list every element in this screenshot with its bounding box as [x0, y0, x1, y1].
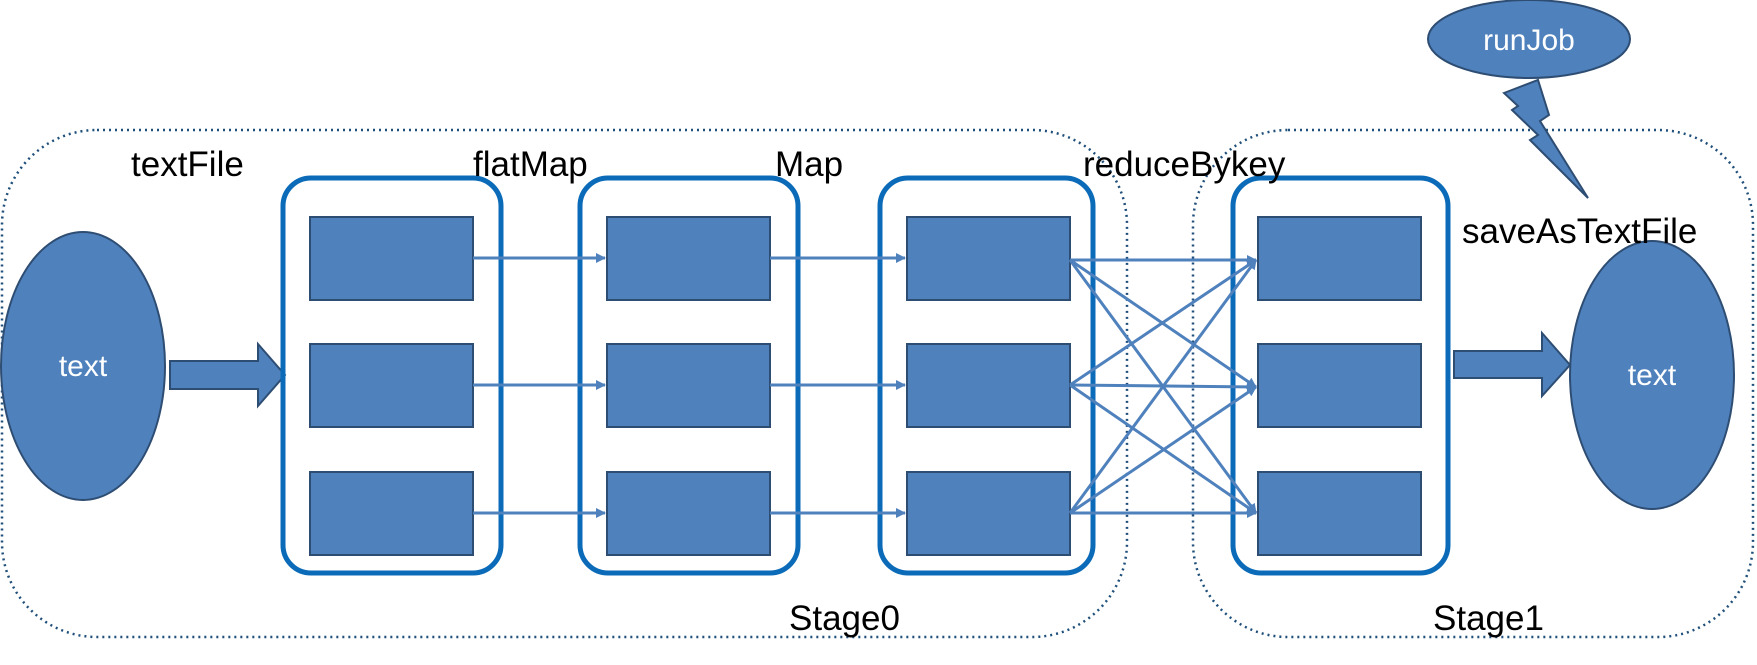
- shuffle-arrow: [1068, 259, 1258, 514]
- stage1-label: Stage1: [1433, 599, 1544, 638]
- partition: [1257, 343, 1422, 428]
- rdd-reducebykey-box: [1230, 175, 1451, 576]
- op-label-map: Map: [775, 145, 843, 184]
- partition: [606, 216, 771, 301]
- partition: [906, 216, 1071, 301]
- partition: [309, 471, 474, 556]
- op-label-textfile: textFile: [131, 145, 244, 184]
- op-label-flatmap: flatMap: [473, 145, 588, 184]
- partition: [906, 471, 1071, 556]
- partition: [606, 471, 771, 556]
- input-text-node: [0, 231, 166, 501]
- shuffle-arrow: [1069, 258, 1257, 387]
- partition: [906, 343, 1071, 428]
- rdd-pre-reduce-box: [877, 175, 1096, 576]
- partition: [309, 216, 474, 301]
- partition: [1257, 216, 1422, 301]
- output-block-arrow: [1453, 330, 1572, 399]
- stage0-box: [0, 128, 1129, 639]
- partition: [1257, 471, 1422, 556]
- output-text-node: [1569, 240, 1735, 510]
- op-label-saveastextfile: saveAsTextFile: [1462, 212, 1697, 251]
- rdd-flatmap-box: [280, 175, 504, 576]
- op-label-reducebykey: reduceBykey: [1083, 145, 1286, 184]
- runjob-label: runJob: [1483, 24, 1575, 57]
- partition: [606, 343, 771, 428]
- input-block-arrow: [169, 341, 287, 409]
- partition: [309, 343, 474, 428]
- output-text-label: text: [1628, 359, 1677, 392]
- lightning-bolt-icon: [1502, 78, 1589, 199]
- stage1-box: [1191, 128, 1755, 639]
- rdd-map-box: [577, 175, 801, 576]
- input-text-label: text: [59, 350, 108, 383]
- stage0-label: Stage0: [789, 599, 900, 638]
- runjob-node: [1427, 0, 1631, 79]
- shuffle-arrow: [1069, 385, 1257, 515]
